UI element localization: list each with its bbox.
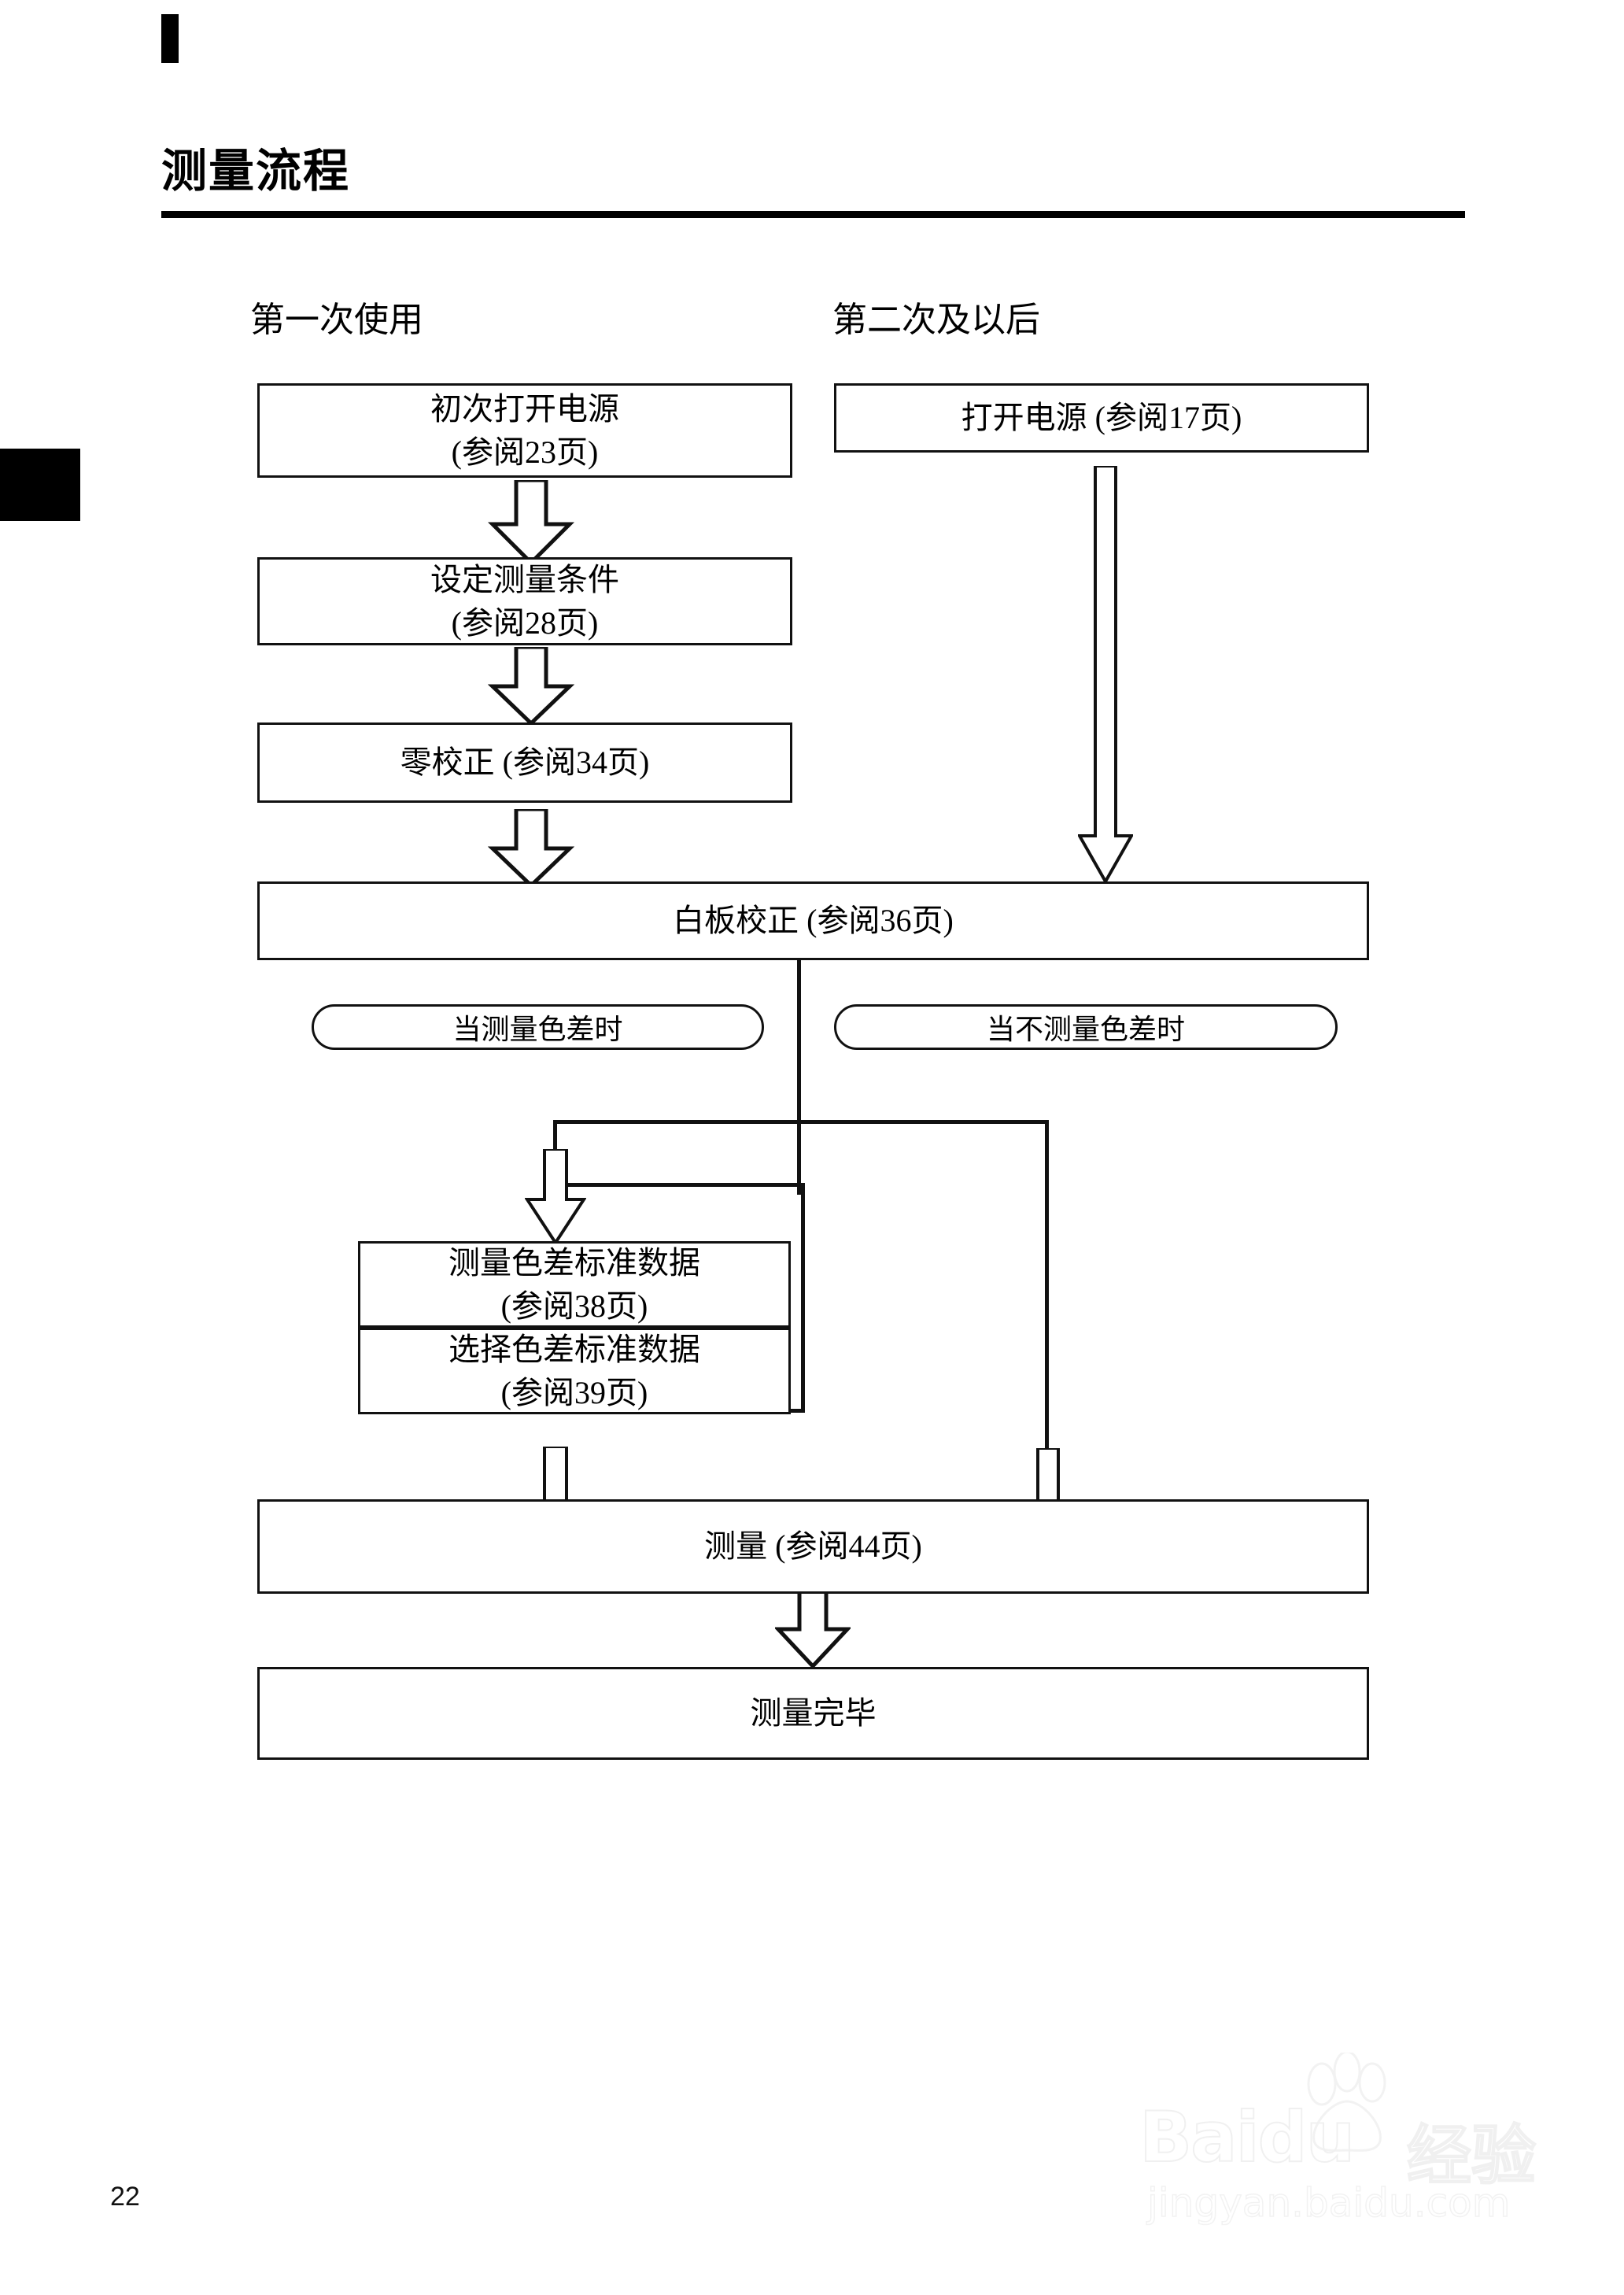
- connector-left-branch-jog: [553, 1183, 805, 1187]
- node-select-target[interactable]: 选择色差标准数据 (参阅39页): [358, 1328, 791, 1414]
- arrow-first-power-on-to-set-conditions: [488, 480, 574, 565]
- arrow-set-conditions-to-zero-cal: [488, 647, 574, 726]
- node-white-cal[interactable]: 白板校正 (参阅36页): [257, 881, 1369, 960]
- watermark-url: jingyan.baidu.com: [1146, 2179, 1511, 2227]
- node-zero-cal-line1: 零校正 (参阅34页): [400, 745, 650, 781]
- node-first-power-on-line2: (参阅23页): [451, 434, 599, 470]
- connector-branch-splitter: [553, 1120, 1049, 1124]
- page-title: 测量流程: [161, 144, 351, 198]
- node-zero-cal[interactable]: 零校正 (参阅34页): [257, 722, 792, 803]
- branch-label-without-color-diff[interactable]: 当不测量色差时: [834, 1004, 1338, 1050]
- node-select-target-line1: 选择色差标准数据: [448, 1331, 700, 1367]
- branch-label-with-color-diff[interactable]: 当测量色差时: [312, 1004, 764, 1050]
- node-measure-done-line1: 测量完毕: [750, 1695, 877, 1731]
- node-power-on[interactable]: 打开电源 (参阅17页): [834, 383, 1369, 453]
- node-set-conditions[interactable]: 设定测量条件 (参阅28页): [257, 557, 792, 645]
- node-select-target-line2: (参阅39页): [500, 1375, 648, 1410]
- arrow-branch-to-measure-target: [525, 1149, 586, 1245]
- page-number: 22: [110, 2182, 140, 2212]
- connector-power-on-to-white-cal: [1078, 466, 1133, 883]
- title-underline-rule: [161, 211, 1465, 218]
- connector-white-cal-stem: [797, 959, 801, 1195]
- paw-print-icon: [1307, 2053, 1386, 2152]
- arrow-zero-cal-to-white-cal: [488, 809, 574, 888]
- node-first-power-on[interactable]: 初次打开电源 (参阅23页): [257, 383, 792, 478]
- node-measure[interactable]: 测量 (参阅44页): [257, 1499, 1369, 1594]
- arrow-measure-to-measure-done: [775, 1591, 851, 1669]
- node-measure-target-line2: (参阅38页): [500, 1288, 648, 1324]
- node-set-conditions-line2: (参阅28页): [451, 605, 599, 641]
- watermark-brand-cn: 经验: [1406, 2119, 1537, 2193]
- node-white-cal-line1: 白板校正 (参阅36页): [673, 903, 954, 939]
- node-power-on-line1: 打开电源 (参阅17页): [961, 400, 1242, 436]
- baidu-jingyan-watermark: Baidu 经验 jingyan.baidu.com: [1139, 2042, 1580, 2230]
- node-first-power-on-line1: 初次打开电源: [430, 390, 619, 427]
- side-tab-marker: [0, 449, 80, 521]
- node-measure-done[interactable]: 测量完毕: [257, 1667, 1369, 1760]
- branch-label-with-color-diff-text: 当测量色差时: [452, 1014, 623, 1045]
- column-header-first-use: 第一次使用: [250, 301, 423, 339]
- watermark-brand: Baidu: [1139, 2096, 1356, 2179]
- branch-label-without-color-diff-text: 当不测量色差时: [986, 1014, 1185, 1045]
- chapter-tick-mark: [161, 14, 179, 63]
- node-set-conditions-line1: 设定测量条件: [430, 561, 619, 597]
- connector-right-branch-vertical: [1045, 1120, 1049, 1470]
- node-measure-line1: 测量 (参阅44页): [704, 1528, 922, 1565]
- node-measure-target-line1: 测量色差标准数据: [448, 1244, 700, 1281]
- column-header-second-and-after: 第二次及以后: [832, 301, 1040, 339]
- connector-left-branch-return: [801, 1183, 805, 1411]
- node-measure-target[interactable]: 测量色差标准数据 (参阅38页): [358, 1241, 791, 1328]
